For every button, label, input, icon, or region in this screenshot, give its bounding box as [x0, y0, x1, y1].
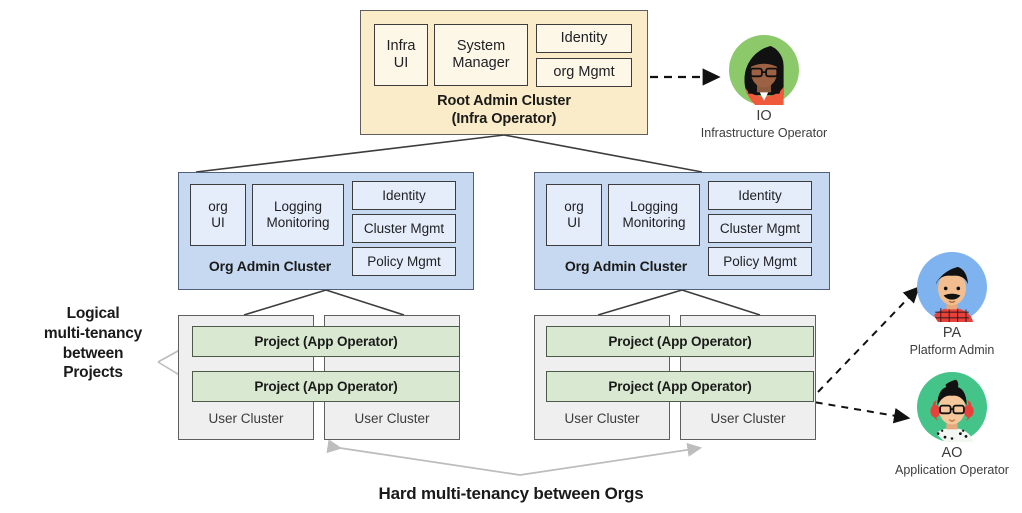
- project-1b-label: Project (App Operator): [254, 379, 398, 394]
- org-admin-cluster-2-title: Org Admin Cluster: [564, 258, 688, 274]
- persona-io-role: Infrastructure Operator: [700, 125, 828, 140]
- org2-component-org-ui-line2: UI: [567, 215, 581, 230]
- person-avatar-icon: [729, 35, 799, 105]
- logical-caption-line4: Projects: [63, 364, 123, 382]
- org-to-usercluster-connectors-right: [597, 289, 761, 316]
- user-cluster-1b-label: User Cluster: [354, 411, 430, 426]
- persona-pa[interactable]: PA Platform Admin: [872, 252, 1022, 357]
- person-avatar-icon: [917, 252, 987, 322]
- org2-component-policy-mgmt[interactable]: Policy Mgmt: [708, 247, 812, 276]
- org-admin-cluster-1-title: Org Admin Cluster: [208, 258, 332, 274]
- org1-component-policy-mgmt-label: Policy Mgmt: [367, 253, 441, 269]
- root-admin-cluster-title-line2: (Infra Operator): [451, 111, 557, 128]
- org2-component-cluster-mgmt-label: Cluster Mgmt: [719, 220, 801, 236]
- logical-caption-line1: Logical: [66, 305, 120, 322]
- root-component-identity[interactable]: Identity: [536, 24, 632, 53]
- org2-component-logging-monitoring-line1: Logging: [629, 199, 679, 215]
- project-1a[interactable]: Project (App Operator): [192, 326, 460, 357]
- persona-ao-abbr: AO: [941, 445, 963, 461]
- org1-component-org-ui-line2: UI: [211, 215, 225, 230]
- root-component-infra-ui-line2: UI: [393, 55, 409, 71]
- org1-component-logging-monitoring-line1: Logging: [273, 199, 323, 215]
- org1-component-identity-label: Identity: [382, 187, 426, 203]
- root-component-system-manager[interactable]: System Manager: [434, 24, 528, 86]
- project-1a-label: Project (App Operator): [254, 334, 398, 349]
- org1-component-cluster-mgmt-label: Cluster Mgmt: [363, 220, 445, 236]
- org1-component-org-ui[interactable]: org UI: [190, 184, 246, 246]
- org1-component-logging-monitoring[interactable]: Logging Monitoring: [252, 184, 344, 246]
- root-component-system-manager-line2: Manager: [452, 55, 510, 71]
- org2-component-identity-label: Identity: [738, 187, 782, 203]
- project-2a[interactable]: Project (App Operator): [546, 326, 814, 357]
- org1-component-identity[interactable]: Identity: [352, 181, 456, 210]
- user-cluster-1a-label: User Cluster: [208, 411, 284, 426]
- project-2b[interactable]: Project (App Operator): [546, 371, 814, 402]
- persona-pa-role: Platform Admin: [909, 342, 995, 357]
- root-component-infra-ui[interactable]: Infra UI: [374, 24, 428, 86]
- project-2b-label: Project (App Operator): [608, 379, 752, 394]
- root-component-system-manager-line1: System: [456, 37, 506, 54]
- user-cluster-2a-label: User Cluster: [564, 411, 640, 426]
- persona-ao-role: Application Operator: [895, 462, 1009, 477]
- org2-component-policy-mgmt-label: Policy Mgmt: [723, 253, 797, 269]
- logical-caption-line2: multi-tenancy: [43, 324, 143, 342]
- logical-caption-line3: between: [62, 344, 124, 362]
- logical-multitenancy-caption: Logical multi-tenancy between Projects: [18, 304, 168, 383]
- root-component-org-mgmt-label: org Mgmt: [553, 63, 615, 80]
- project-1b[interactable]: Project (App Operator): [192, 371, 460, 402]
- org1-component-policy-mgmt[interactable]: Policy Mgmt: [352, 247, 456, 276]
- org2-component-org-ui[interactable]: org UI: [546, 184, 602, 246]
- persona-pa-abbr: PA: [942, 325, 962, 341]
- org2-component-logging-monitoring[interactable]: Logging Monitoring: [608, 184, 700, 246]
- org2-component-logging-monitoring-line2: Monitoring: [622, 215, 686, 230]
- org1-component-cluster-mgmt[interactable]: Cluster Mgmt: [352, 214, 456, 243]
- org2-component-org-ui-line1: org: [564, 199, 584, 215]
- persona-io-abbr: IO: [756, 108, 772, 124]
- org2-component-cluster-mgmt[interactable]: Cluster Mgmt: [708, 214, 812, 243]
- person-avatar-icon: [917, 372, 987, 442]
- org1-component-org-ui-line1: org: [208, 199, 228, 215]
- root-admin-cluster-title: Root Admin Cluster (Infra Operator): [360, 92, 648, 128]
- project-2a-label: Project (App Operator): [608, 334, 752, 349]
- root-component-org-mgmt[interactable]: org Mgmt: [536, 58, 632, 87]
- root-component-identity-label: Identity: [560, 29, 608, 46]
- root-to-org-connectors: [195, 134, 703, 173]
- org1-component-logging-monitoring-line2: Monitoring: [266, 215, 330, 230]
- user-cluster-2b-label: User Cluster: [710, 411, 786, 426]
- persona-ao[interactable]: AO Application Operator: [872, 372, 1022, 477]
- root-component-infra-ui-line1: Infra: [386, 37, 416, 54]
- hard-tenancy-arrow: [326, 439, 703, 476]
- org-to-usercluster-connectors-left: [243, 289, 405, 316]
- persona-io[interactable]: IO Infrastructure Operator: [684, 35, 844, 140]
- hard-multitenancy-caption: Hard multi-tenancy between Orgs: [378, 484, 644, 503]
- org2-component-identity[interactable]: Identity: [708, 181, 812, 210]
- root-admin-cluster-title-line1: Root Admin Cluster: [437, 93, 571, 109]
